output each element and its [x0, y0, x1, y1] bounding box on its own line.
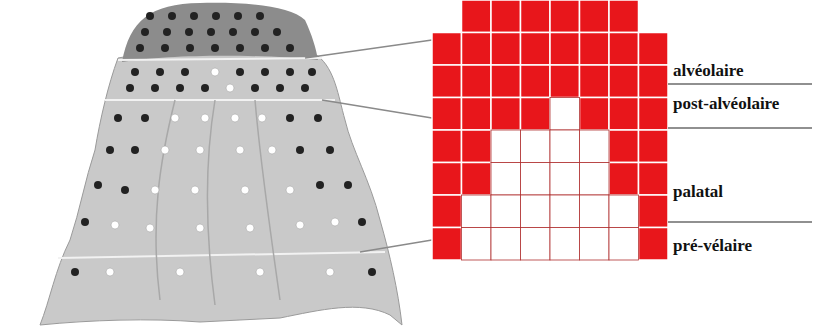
region-label: alvéolaire [673, 62, 744, 81]
region-label: post-alvéolaire [673, 95, 779, 114]
region-label: palatal [673, 183, 723, 202]
region-label: pré-vélaire [673, 237, 752, 256]
